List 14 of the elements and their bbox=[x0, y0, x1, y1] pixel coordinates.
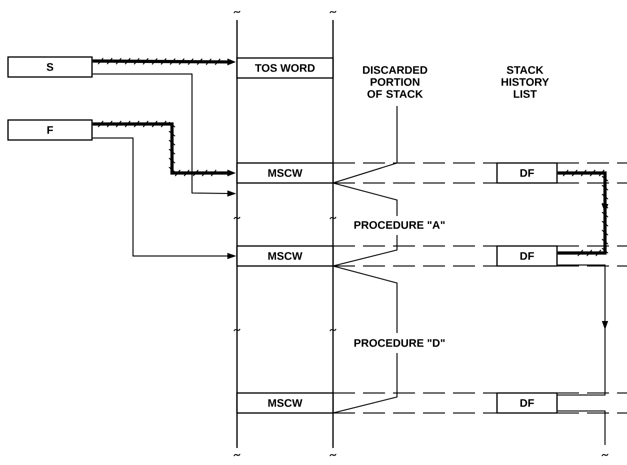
history-entry-box: DF bbox=[496, 392, 558, 414]
caption-text: DISCARDED PORTION OF STACK bbox=[363, 66, 428, 98]
caption-text: STACK HISTORY LIST bbox=[502, 66, 549, 98]
register-box: S bbox=[7, 56, 93, 78]
history-entry-box: DF bbox=[496, 162, 558, 184]
stack-cell: MSCW bbox=[236, 245, 334, 267]
register-box: F bbox=[7, 119, 93, 141]
stack-cell: MSCW bbox=[236, 392, 334, 414]
caption-text: PROCEDURE "A" bbox=[354, 221, 445, 229]
history-entry-box: DF bbox=[496, 245, 558, 267]
stack-cell: MSCW bbox=[236, 162, 334, 184]
stack-cell: TOS WORD bbox=[236, 57, 334, 79]
arrow bbox=[557, 264, 608, 396]
caption-text: PROCEDURE "D" bbox=[354, 339, 445, 347]
